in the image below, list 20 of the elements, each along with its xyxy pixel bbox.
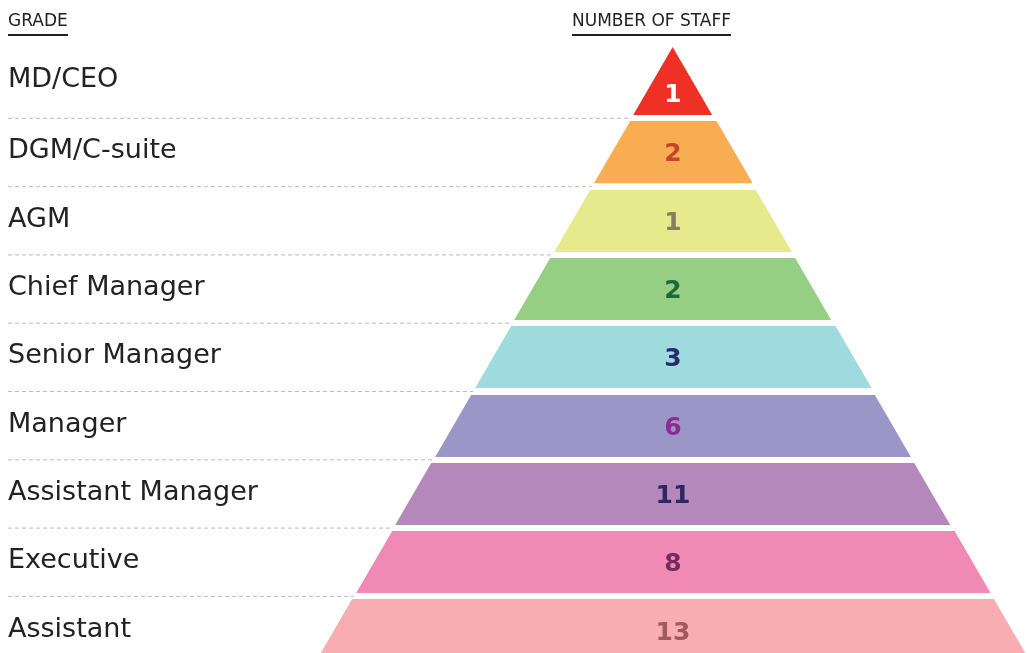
grade-label: Assistant Manager bbox=[8, 474, 258, 506]
grade-label: MD/CEO bbox=[8, 62, 119, 94]
staff-count: 1 bbox=[664, 206, 682, 236]
grade-label: Chief Manager bbox=[8, 270, 205, 302]
grade-label: DGM/C-suite bbox=[8, 133, 177, 165]
grade-label: Manager bbox=[8, 406, 127, 438]
staff-count: 11 bbox=[655, 479, 691, 509]
staff-count: 1 bbox=[664, 78, 682, 108]
staff-count: 2 bbox=[664, 137, 682, 167]
grade-label: AGM bbox=[8, 201, 71, 233]
staff-count: 2 bbox=[664, 274, 682, 304]
grade-label: Assistant bbox=[8, 611, 131, 643]
column-header: NUMBER OF STAFF bbox=[572, 10, 732, 36]
column-header: GRADE bbox=[8, 10, 68, 36]
staff-count: 8 bbox=[664, 547, 682, 577]
grade-label: Executive bbox=[8, 543, 140, 575]
staff-count: 6 bbox=[664, 411, 682, 441]
staff-count: 13 bbox=[655, 616, 691, 646]
staff-count: 3 bbox=[664, 342, 682, 372]
grade-label: Senior Manager bbox=[8, 338, 221, 370]
